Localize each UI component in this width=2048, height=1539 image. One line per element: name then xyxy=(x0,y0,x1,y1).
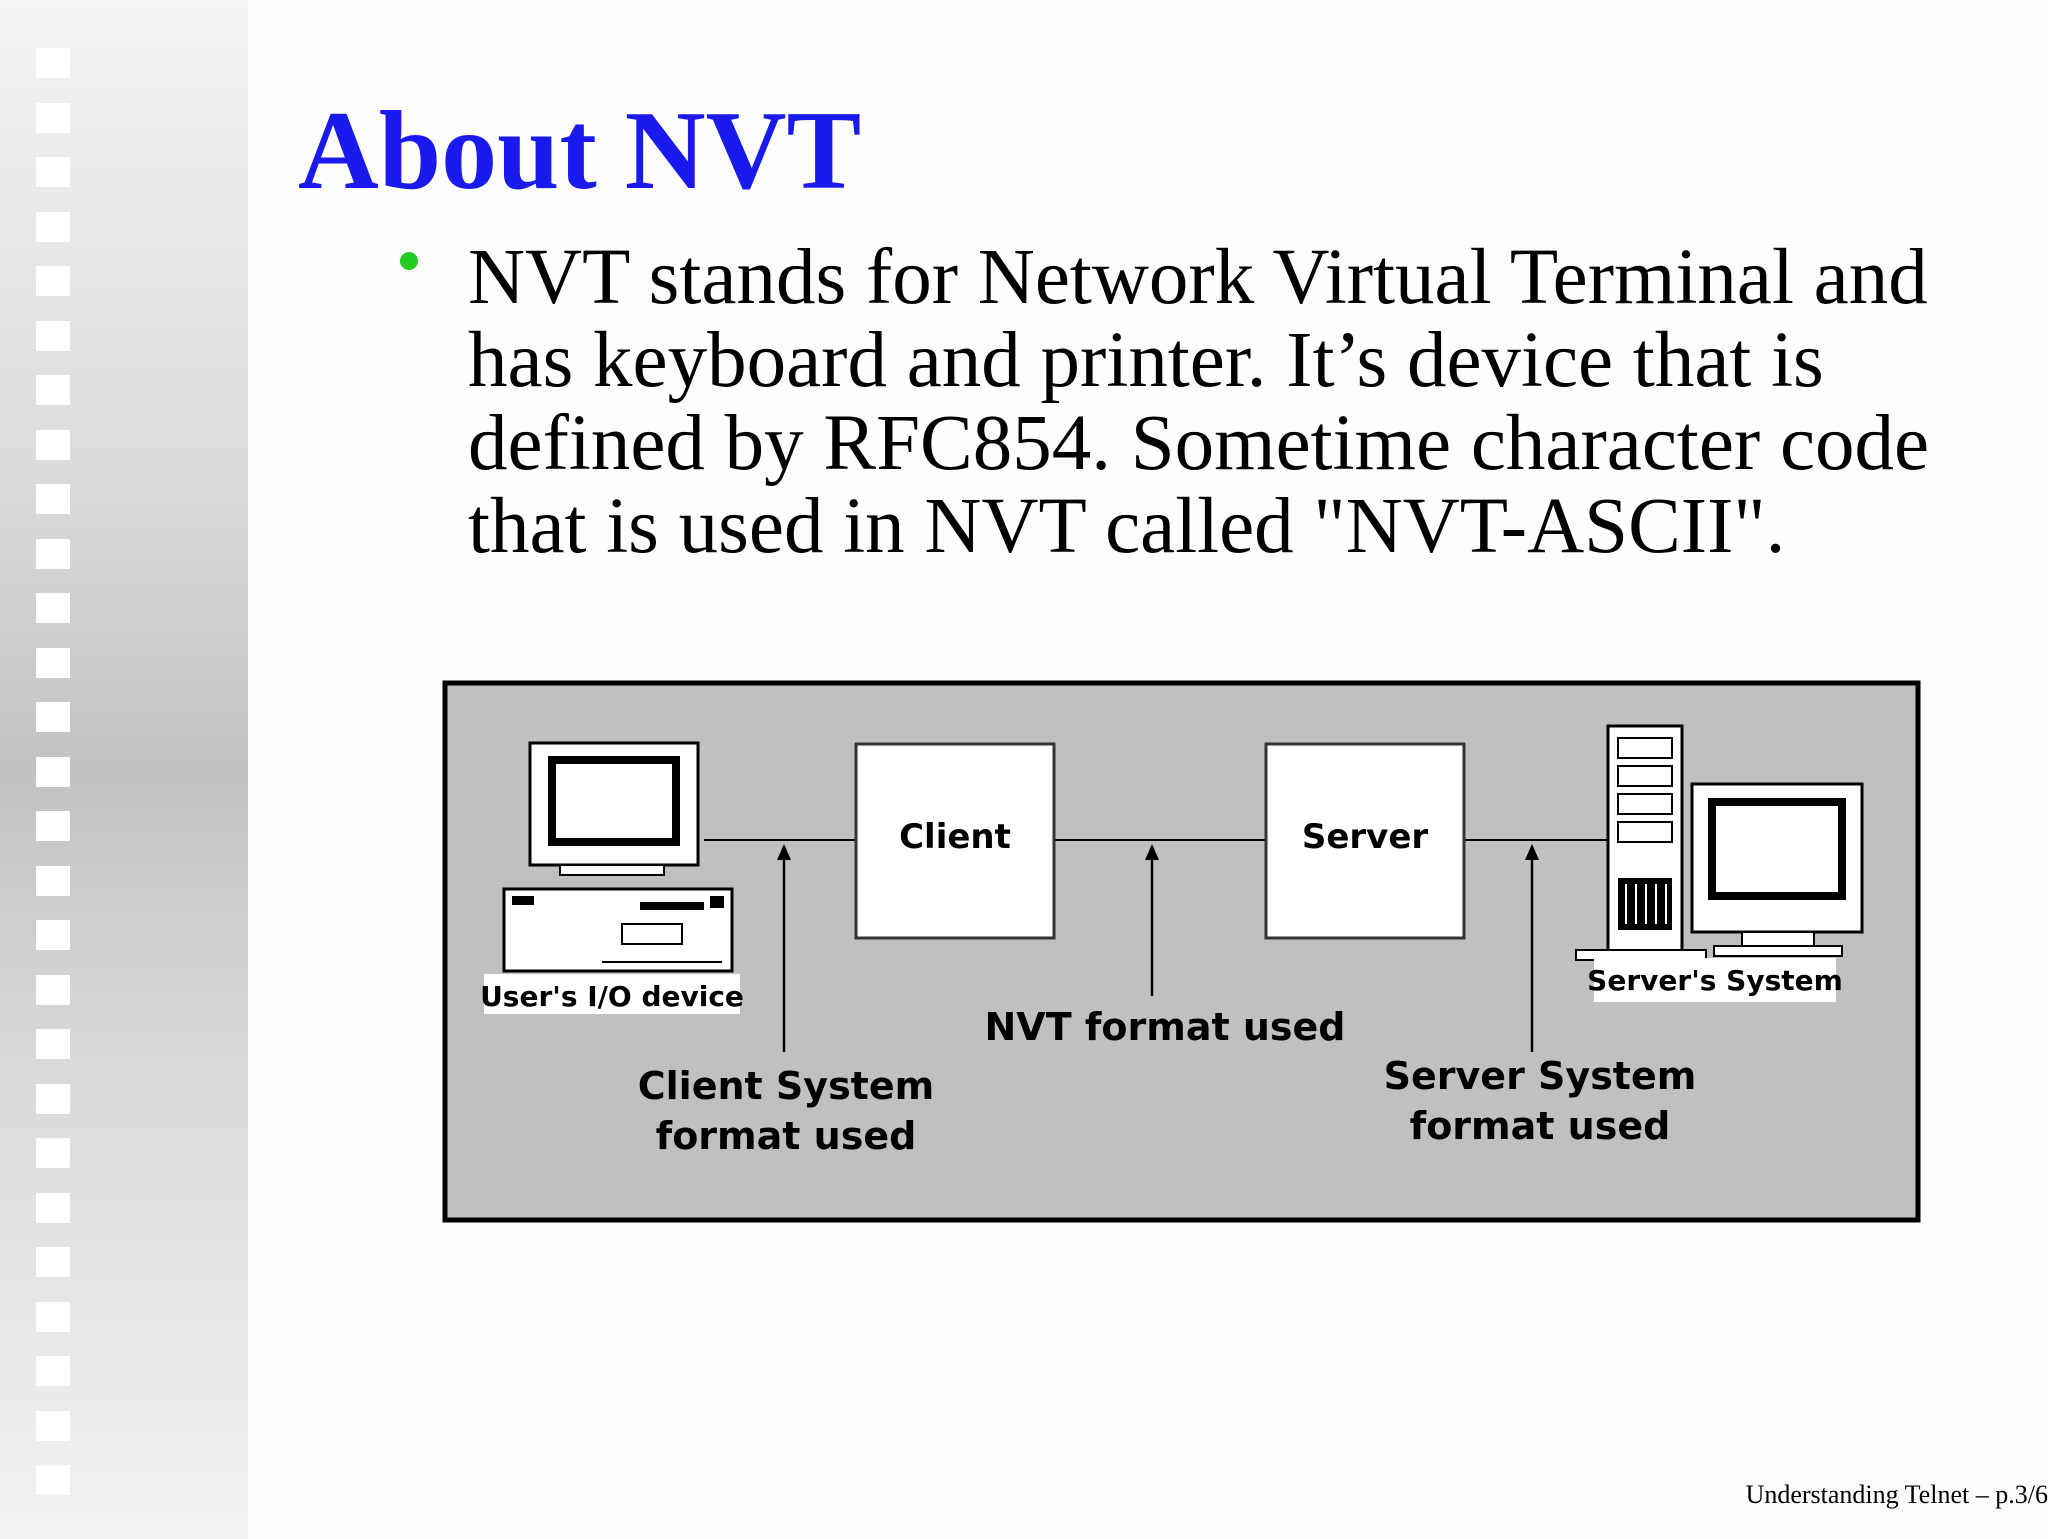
filmstrip-hole xyxy=(36,1193,70,1223)
filmstrip-hole xyxy=(36,539,70,569)
filmstrip-hole xyxy=(36,866,70,896)
user-device-label: User's I/O device xyxy=(480,980,744,1013)
filmstrip-hole xyxy=(36,375,70,405)
user-device-label-bg xyxy=(484,974,740,1014)
client-label: Client xyxy=(899,817,1011,857)
nvt-format-label: NVT format used xyxy=(984,1005,1345,1049)
filmstrip-hole xyxy=(36,1138,70,1168)
filmstrip-hole xyxy=(36,648,70,678)
filmstrip-hole xyxy=(36,484,70,514)
filmstrip-hole xyxy=(36,757,70,787)
client-format-arrow xyxy=(777,844,791,1052)
filmstrip-hole xyxy=(36,1302,70,1332)
filmstrip-border xyxy=(0,0,248,1539)
server-format-label-line1: Server System xyxy=(1384,1054,1697,1098)
client-box xyxy=(854,742,1056,940)
filmstrip-hole xyxy=(36,1029,70,1059)
filmstrip-hole xyxy=(36,1084,70,1114)
slide-footer: Understanding Telnet – p.3/6 xyxy=(1745,1480,2048,1509)
filmstrip-hole xyxy=(36,702,70,732)
filmstrip-hole xyxy=(36,811,70,841)
server-system-label-bg xyxy=(1594,958,1836,1002)
bullet-dot-icon xyxy=(400,252,418,270)
filmstrip-hole xyxy=(36,430,70,460)
filmstrip-hole xyxy=(36,48,70,78)
client-format-label-line1: Client System xyxy=(638,1064,934,1108)
filmstrip-hole xyxy=(36,266,70,296)
filmstrip-hole xyxy=(36,920,70,950)
filmstrip-hole xyxy=(36,975,70,1005)
server-format-arrow xyxy=(1525,844,1539,1052)
filmstrip-hole xyxy=(36,1247,70,1277)
filmstrip-hole xyxy=(36,593,70,623)
filmstrip-hole xyxy=(36,212,70,242)
server-system-icon xyxy=(1575,724,1864,961)
client-format-label-line2: format used xyxy=(656,1114,917,1158)
server-format-label-line2: format used xyxy=(1410,1104,1671,1148)
filmstrip-hole xyxy=(36,103,70,133)
user-pc-icon xyxy=(502,741,734,973)
server-system-label: Server's System xyxy=(1587,964,1843,997)
nvt-format-arrow xyxy=(1145,844,1159,996)
bullet-text: NVT stands for Network Virtual Terminal … xyxy=(468,234,1930,570)
filmstrip-hole xyxy=(36,321,70,351)
filmstrip-hole xyxy=(36,1411,70,1441)
slide-title: About NVT xyxy=(298,89,862,213)
server-label: Server xyxy=(1302,817,1429,857)
server-box xyxy=(1264,742,1466,940)
filmstrip-hole xyxy=(36,157,70,187)
filmstrip-hole xyxy=(36,1465,70,1495)
filmstrip-hole xyxy=(36,1356,70,1386)
nvt-diagram: Client Server xyxy=(442,680,1921,1223)
